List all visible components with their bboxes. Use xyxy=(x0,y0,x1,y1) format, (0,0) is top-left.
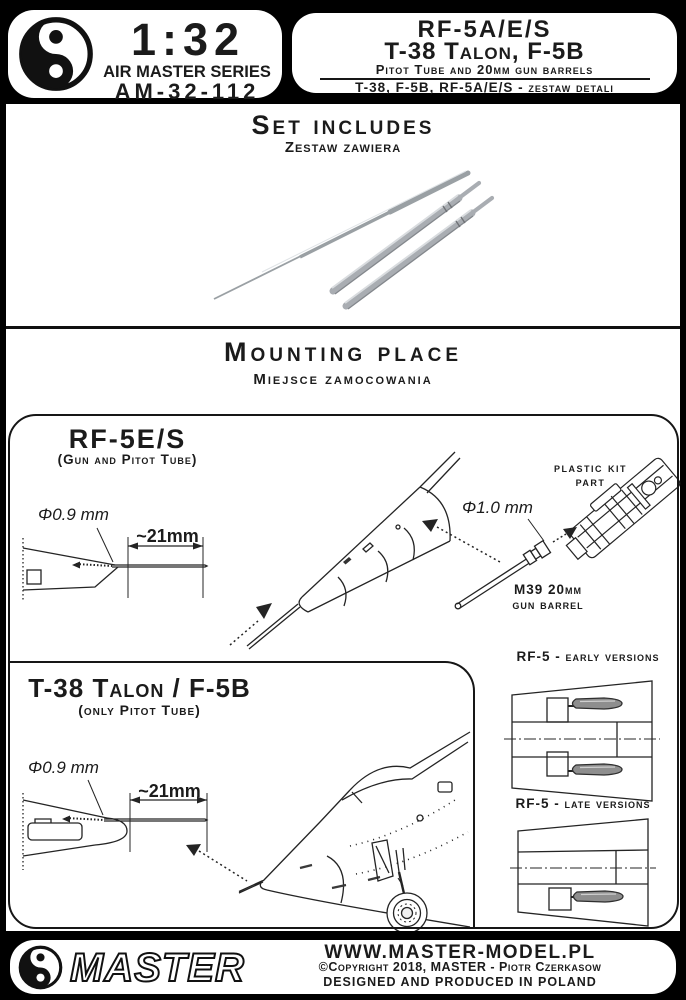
m39-gun-barrel-line2: gun barrel xyxy=(512,597,584,612)
t38-title: T-38 Talon / F-5B xyxy=(28,673,251,703)
master-brand-wordmark: MASTER xyxy=(69,945,245,991)
rf5es-nose-drawing xyxy=(0,0,501,650)
mounting-box-divider xyxy=(10,661,475,927)
m39-gun-barrel-line1: M39 20mm xyxy=(513,582,583,597)
kit-subtitle: Pitot Tube and 20mm gun barrels xyxy=(375,62,594,77)
master-spiral-logo-icon xyxy=(18,945,63,990)
rf5es-gun-diameter-label: Φ1.0 mm xyxy=(462,498,533,517)
header-title-card: RF-5A/E/S T-38 Talon, F-5B Pitot Tube an… xyxy=(292,13,677,95)
t38-aircraft-drawing xyxy=(238,731,471,934)
m39-barrel-drawing xyxy=(454,518,577,610)
rf5-early-versions-drawing xyxy=(504,680,660,802)
mounting-place-title: Mounting place xyxy=(224,337,462,367)
product-code: AM-32-112 xyxy=(114,79,260,104)
set-includes-subtitle-pl: Zestaw zawiera xyxy=(284,139,402,156)
header-divider xyxy=(320,78,650,80)
t38-subtitle: (only Pitot Tube) xyxy=(78,702,201,718)
rf5es-title: RF-5E/S xyxy=(68,424,187,454)
section-separator xyxy=(6,326,680,329)
kit-title-line1: RF-5A/E/S xyxy=(417,16,552,43)
kit-title-line2: T-38 Talon, F-5B xyxy=(384,38,585,65)
footer-website: WWW.MASTER-MODEL.PL xyxy=(324,942,596,963)
t38-pitot-diameter-label: Φ0.9 mm xyxy=(28,758,99,777)
brand-text: MASTER xyxy=(70,946,245,990)
scale-label: 1:32 xyxy=(130,14,246,65)
rf5es-pitot-diagram xyxy=(22,527,209,600)
t38-pitot-diagram xyxy=(22,779,248,882)
set-includes-title: Set includes xyxy=(251,110,435,140)
mounting-box xyxy=(8,414,679,929)
m39-receiver-drawing xyxy=(565,457,681,561)
header-band: 1:32 AIR MASTER SERIES AM-32-112 RF-5A/E… xyxy=(0,0,686,104)
kit-subtitle-pl: T-38, F-5B, RF-5A/E/S - zestaw detali xyxy=(355,80,614,95)
footer-copyright: ©Copyright 2018, MASTER - Piotr Czerkaso… xyxy=(318,960,602,974)
rf5es-subtitle: (Gun and Pitot Tube) xyxy=(57,452,198,467)
master-spiral-logo-icon xyxy=(19,17,93,91)
pitot-tube-part-drawing xyxy=(213,170,471,300)
m39-gun-barrel-label: M39 20mm gun barrel xyxy=(488,582,608,612)
mounting-place-subtitle-pl: Miejsce zamocowania xyxy=(253,371,433,388)
footer-madein: DESIGNED AND PRODUCED IN POLAND xyxy=(323,975,597,989)
footer-band: MASTER WWW.MASTER-MODEL.PL ©Copyright 20… xyxy=(0,931,686,1000)
rf5-early-versions-label: RF-5 - early versions xyxy=(516,649,660,664)
series-label: AIR MASTER SERIES xyxy=(103,63,271,81)
rf5es-pitot-length-label: ~21mm xyxy=(136,526,199,546)
header-brand-card: 1:32 AIR MASTER SERIES AM-32-112 xyxy=(8,10,282,104)
rf5es-pitot-diameter-label: Φ0.9 mm xyxy=(38,505,109,524)
plastic-kit-part-label: plastic kit part xyxy=(518,461,663,489)
footer-card: MASTER WWW.MASTER-MODEL.PL ©Copyright 20… xyxy=(10,940,676,994)
gun-barrel-parts-drawing xyxy=(329,180,495,310)
t38-pitot-length-label: ~21mm xyxy=(138,781,201,801)
plastic-kit-part-line1: plastic kit xyxy=(554,461,627,475)
plastic-kit-part-line2: part xyxy=(575,475,606,489)
rf5-late-versions-label: RF-5 - late versions xyxy=(515,796,651,811)
rf5-late-versions-drawing xyxy=(510,818,656,927)
